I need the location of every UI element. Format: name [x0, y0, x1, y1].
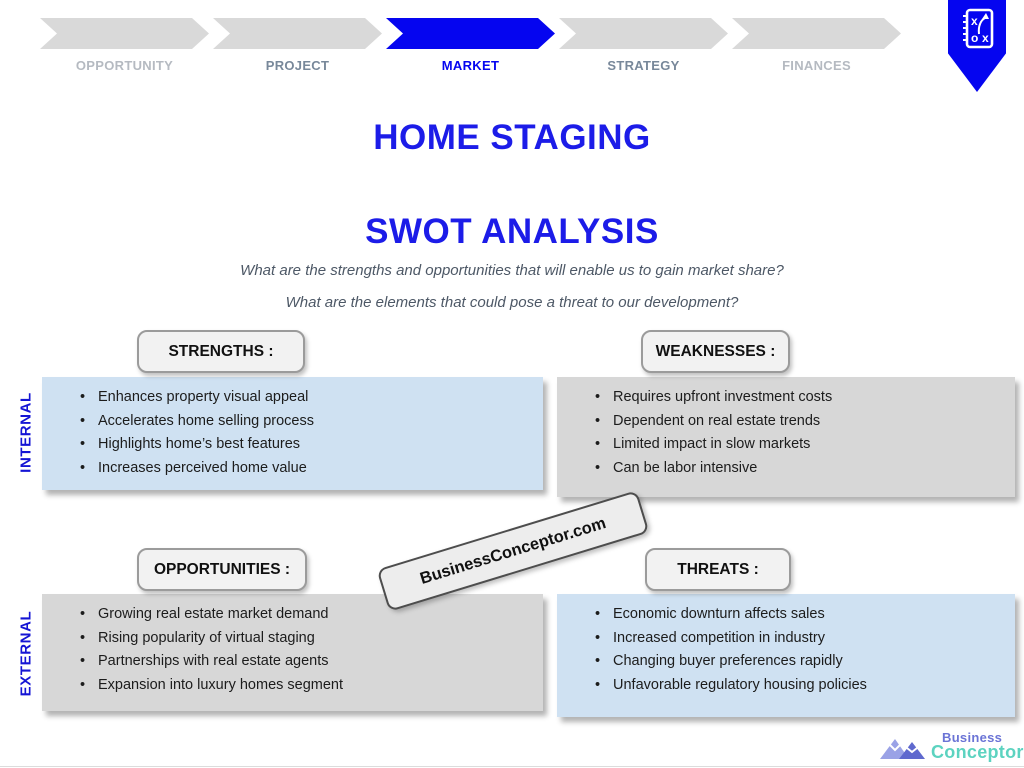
list-item: • Unfavorable regulatory housing policies — [595, 674, 1015, 698]
list-item: • Expansion into luxury homes segment — [80, 674, 543, 698]
bullet-icon: • — [80, 653, 86, 669]
list-item: • Changing buyer preferences rapidly — [595, 650, 1015, 674]
bullet-icon: • — [80, 412, 86, 429]
brand-logo-line2: Conceptor — [931, 742, 1024, 762]
chevron-arrow — [559, 18, 728, 49]
page-title: HOME STAGING — [373, 118, 651, 157]
internal-axis-label: INTERNAL — [17, 392, 35, 473]
opportunities-tag: OPPORTUNITIES : — [137, 548, 307, 591]
list-item: • Increases perceived home value — [80, 457, 543, 481]
bullet-icon: • — [80, 436, 86, 452]
svg-text:o: o — [971, 31, 978, 45]
nav-step-label: PROJECT — [265, 58, 330, 73]
brand-logo: Business Conceptor — [876, 728, 1024, 764]
nav-step-opportunity[interactable]: OPPORTUNITY — [40, 18, 209, 73]
list-item-text: Expansion into luxury homes segment — [98, 676, 344, 693]
question-line-2: What are the elements that could pose a … — [285, 294, 739, 311]
bullet-icon: • — [595, 412, 601, 429]
nav-step-market[interactable]: MARKET — [386, 18, 555, 73]
chevron-arrow — [213, 18, 382, 49]
bullet-icon: • — [80, 459, 86, 476]
list-item-text: Requires upfront investment costs — [613, 389, 833, 405]
svg-text:x: x — [982, 31, 989, 45]
list-item-text: Growing real estate market demand — [98, 606, 329, 622]
threats-tag: THREATS : — [645, 548, 791, 591]
external-axis-label: EXTERNAL — [17, 610, 35, 697]
list-item-text: Dependent on real estate trends — [613, 412, 821, 429]
list-item-text: Limited impact in slow markets — [613, 436, 811, 452]
page-subtitle: SWOT ANALYSIS — [365, 212, 659, 251]
bullet-icon: • — [595, 629, 601, 646]
list-item: • Accelerates home selling process — [80, 410, 543, 434]
nav-step-label: FINANCES — [782, 58, 851, 73]
list-item: • Enhances property visual appeal — [80, 386, 543, 410]
slide-bottom-divider — [0, 766, 1024, 767]
bullet-icon: • — [595, 653, 601, 669]
bullet-icon: • — [595, 676, 601, 693]
nav-step-strategy[interactable]: STRATEGY — [559, 18, 728, 73]
bullet-icon: • — [80, 606, 86, 622]
list-item-text: Rising popularity of virtual staging — [98, 629, 315, 646]
question-line-1: What are the strengths and opportunities… — [240, 262, 784, 279]
list-item: • Requires upfront investment costs — [595, 386, 1015, 410]
strengths-list: • Enhances property visual appeal • Accele… — [42, 377, 543, 480]
nav-step-label: OPPORTUNITY — [75, 58, 174, 73]
list-item: • Increased competition in industry — [595, 627, 1015, 651]
list-item: • Economic downturn affects sales — [595, 603, 1015, 627]
opportunities-list: • Growing real estate market demand • Risi… — [42, 594, 543, 697]
list-item-text: Increased competition in industry — [613, 629, 825, 646]
chevron-arrow — [40, 18, 209, 49]
weaknesses-panel: • Requires upfront investment costs • Depe… — [557, 377, 1015, 497]
list-item-text: Economic downturn affects sales — [613, 606, 825, 622]
brand-logo-line1: Business — [942, 730, 1003, 745]
bullet-icon: • — [595, 606, 601, 622]
bullet-icon: • — [595, 389, 601, 405]
strategy-playbook-icon: x o x — [963, 8, 994, 49]
process-nav: OPPORTUNITY PROJECT MARKET STRATEGY FINA… — [40, 18, 901, 73]
list-item: • Rising popularity of virtual staging — [80, 627, 543, 651]
bullet-icon: • — [80, 389, 86, 405]
strengths-tag: STRENGTHS : — [137, 330, 305, 373]
threats-list: • Economic downturn affects sales • Increa… — [557, 594, 1015, 697]
bullet-icon: • — [595, 459, 601, 476]
opportunities-panel: • Growing real estate market demand • Risi… — [42, 594, 543, 711]
list-item-text: Accelerates home selling process — [98, 412, 314, 429]
list-item: • Dependent on real estate trends — [595, 410, 1015, 434]
list-item-text: Highlights home’s best features — [98, 436, 301, 452]
strengths-panel: • Enhances property visual appeal • Accele… — [42, 377, 543, 490]
mountains-icon — [880, 739, 925, 759]
nav-step-finances[interactable]: FINANCES — [732, 18, 901, 73]
nav-step-project[interactable]: PROJECT — [213, 18, 382, 73]
bullet-icon: • — [80, 629, 86, 646]
nav-step-label: MARKET — [441, 58, 500, 73]
list-item-text: Increases perceived home value — [98, 459, 307, 476]
list-item: • Can be labor intensive — [595, 457, 1015, 481]
threats-panel: • Economic downturn affects sales • Increa… — [557, 594, 1015, 717]
nav-step-label: STRATEGY — [607, 58, 680, 73]
bullet-icon: • — [595, 436, 601, 452]
chevron-arrow — [732, 18, 901, 49]
list-item-text: Enhances property visual appeal — [98, 389, 309, 405]
svg-text:x: x — [971, 14, 978, 28]
bookmark-ribbon: x o x — [948, 0, 1006, 92]
weaknesses-tag: WEAKNESSES : — [641, 330, 790, 373]
list-item: • Partnerships with real estate agents — [80, 650, 543, 674]
list-item: • Highlights home’s best features — [80, 433, 543, 457]
list-item-text: Can be labor intensive — [613, 459, 758, 476]
weaknesses-list: • Requires upfront investment costs • Depe… — [557, 377, 1015, 480]
list-item: • Limited impact in slow markets — [595, 433, 1015, 457]
list-item-text: Partnerships with real estate agents — [98, 653, 329, 669]
list-item-text: Unfavorable regulatory housing policies — [613, 676, 867, 693]
chevron-arrow-active — [386, 18, 555, 49]
bullet-icon: • — [80, 676, 86, 693]
list-item: • Growing real estate market demand — [80, 603, 543, 627]
list-item-text: Changing buyer preferences rapidly — [613, 653, 843, 669]
